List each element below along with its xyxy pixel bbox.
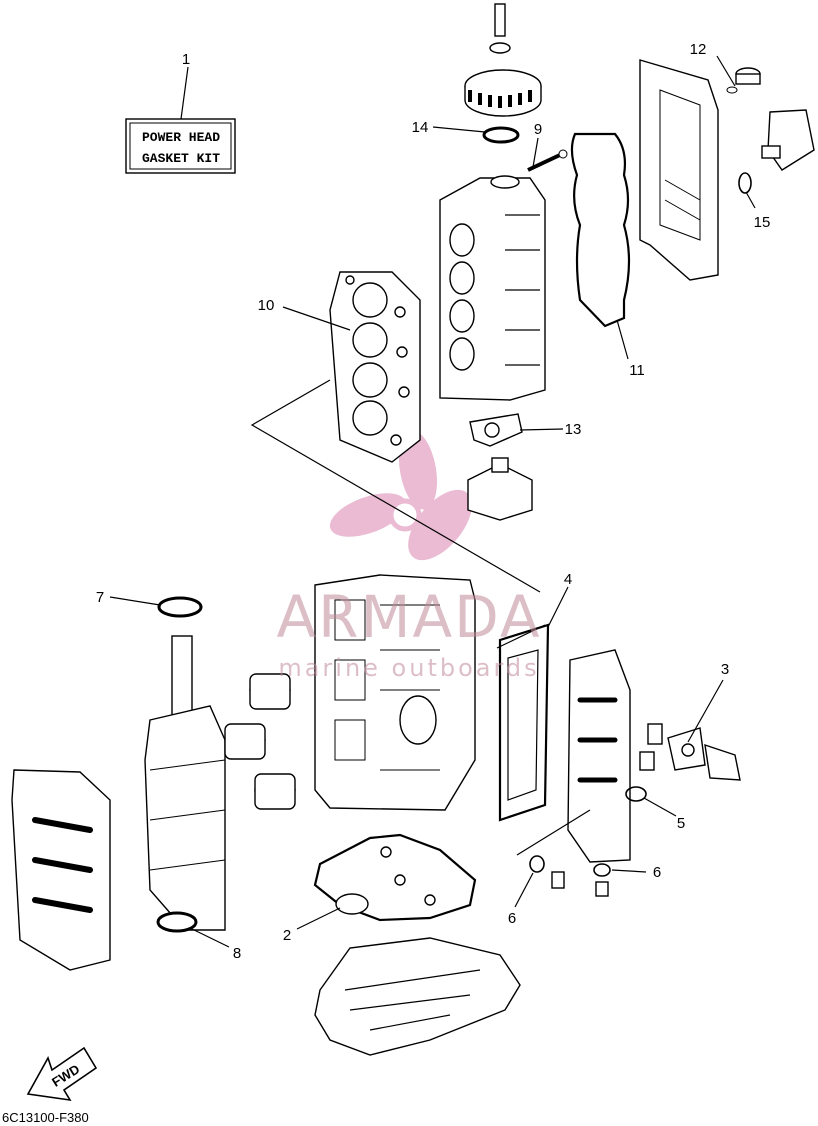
callout-14: 14 xyxy=(412,119,429,136)
callout-3: 3 xyxy=(721,661,729,678)
callout-11: 11 xyxy=(629,362,645,379)
callout-numbers: 1 2 3 4 5 6 6 7 8 9 10 11 12 13 14 15 xyxy=(96,41,771,962)
head-cover-gasket-11 xyxy=(570,132,631,328)
watermark-propeller-icon xyxy=(329,430,472,561)
kit-label-line1: POWER HEAD xyxy=(142,130,220,145)
callout-10: 10 xyxy=(258,297,275,314)
callout-9: 9 xyxy=(534,121,542,138)
cylinder-gasket-10 xyxy=(329,271,421,463)
gasket-kit-label: POWER HEAD GASKET KIT xyxy=(125,118,236,174)
assembly-lines xyxy=(250,379,591,856)
oil-seal-8 xyxy=(156,911,198,933)
callout-6b: 6 xyxy=(653,864,661,881)
drain-bolt-a xyxy=(551,871,565,889)
o-ring-6b xyxy=(593,863,611,877)
callout-5: 5 xyxy=(677,815,685,832)
fitting xyxy=(647,723,663,745)
thermostat-housing xyxy=(467,457,533,521)
callout-2: 2 xyxy=(283,927,291,944)
fitting-2 xyxy=(639,751,655,771)
callout-15: 15 xyxy=(754,214,771,231)
o-ring-15 xyxy=(738,172,752,194)
cylinder-block xyxy=(314,574,476,811)
watermark-brand: ARMADA xyxy=(276,583,541,651)
anode-cap xyxy=(704,743,741,781)
diagram-code: 6C13100-F380 xyxy=(2,1110,89,1125)
head-cover xyxy=(639,59,719,281)
thermostat-gasket-13 xyxy=(469,413,523,447)
o-ring-6a xyxy=(529,855,545,873)
exhaust-cover-gasket-4 xyxy=(498,623,550,822)
intake-manifold xyxy=(11,769,111,971)
crankshaft xyxy=(144,635,226,931)
callout-1: 1 xyxy=(182,51,190,68)
oil-seal-7 xyxy=(157,596,203,618)
oil-seal-14 xyxy=(482,126,520,144)
oil-filler-cap xyxy=(726,67,761,94)
callout-8: 8 xyxy=(233,945,241,962)
watermark-tagline: marine outboards xyxy=(278,654,539,682)
drain-bolt-b xyxy=(595,881,609,897)
lower-housing xyxy=(314,937,521,1056)
callout-13: 13 xyxy=(565,421,582,438)
thermostat-cover-3 xyxy=(667,727,706,771)
fwd-arrow-icon: FWD xyxy=(26,1046,98,1102)
fuel-pump xyxy=(761,109,815,171)
callout-4: 4 xyxy=(564,571,572,588)
callout-7: 7 xyxy=(96,589,104,606)
bolt-9 xyxy=(527,149,568,172)
flywheel-pulley xyxy=(464,3,542,117)
o-ring-5 xyxy=(625,786,647,802)
exhaust-cover xyxy=(567,649,631,863)
cylinder-head xyxy=(439,175,546,401)
leader-lines xyxy=(109,55,756,948)
callout-6a: 6 xyxy=(508,910,516,927)
base-gasket-2 xyxy=(313,833,477,922)
callout-12: 12 xyxy=(690,41,707,58)
kit-label-line2: GASKET KIT xyxy=(142,151,220,166)
pistons xyxy=(224,673,296,810)
